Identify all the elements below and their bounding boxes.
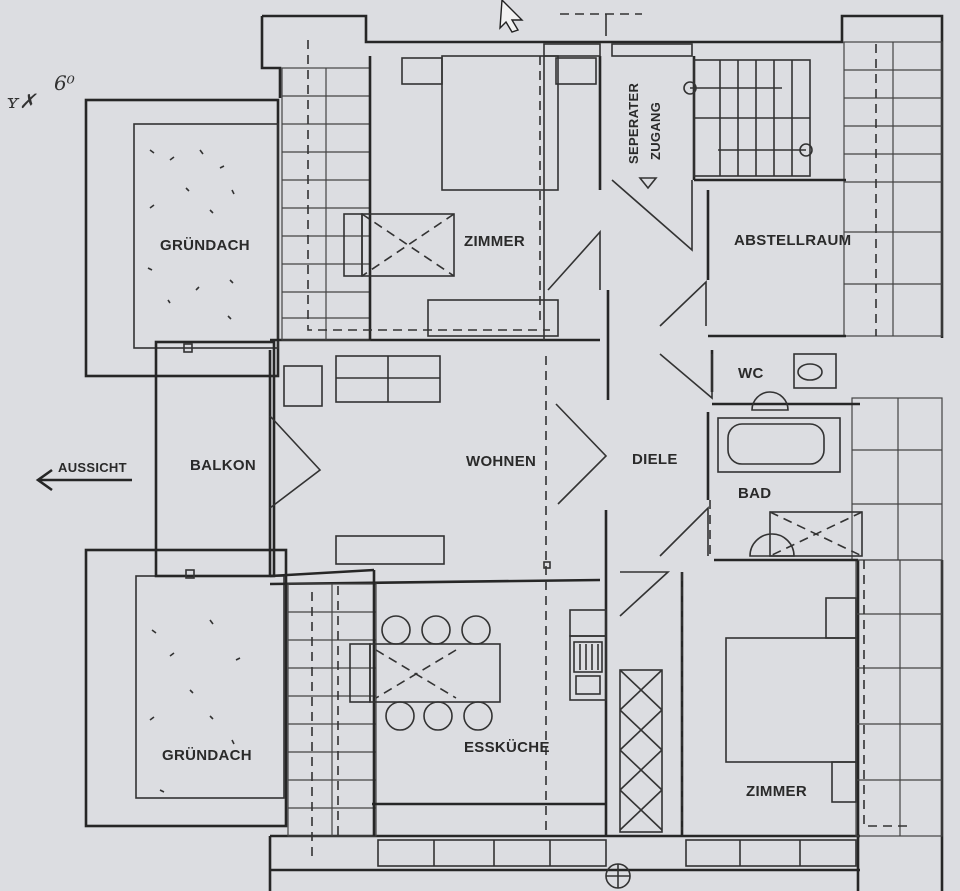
room-label-gruendach-top: GRÜNDACH <box>160 237 250 254</box>
room-label-diele: DIELE <box>632 451 678 468</box>
entrance-label-line2: ZUGANG <box>648 102 663 160</box>
room-label-zimmer-bottom: ZIMMER <box>746 783 807 800</box>
entrance-label-line1: SEPERATER <box>626 82 641 164</box>
room-label-zimmer-top: ZIMMER <box>464 233 525 250</box>
view-label: AUSSICHT <box>58 460 127 475</box>
interior-walls <box>368 56 860 836</box>
room-label-bad: BAD <box>738 485 771 502</box>
room-label-esskueche: ESSKÜCHE <box>464 739 550 756</box>
dashed-projections <box>307 13 912 860</box>
view-arrow <box>35 468 132 492</box>
room-label-wc: WC <box>738 365 764 382</box>
margin-note-side: ʏ✗ <box>6 89 37 113</box>
margin-note-top: 6⁰ <box>54 71 75 95</box>
left-wall-tiles <box>281 67 377 837</box>
room-label-abstellraum: ABSTELLRAUM <box>734 232 851 249</box>
cursor-icon <box>499 0 524 33</box>
green-roof-texture <box>147 149 241 793</box>
furniture <box>183 43 863 889</box>
room-label-balkon: BALKON <box>190 457 256 474</box>
right-wall-tiles <box>843 41 943 837</box>
room-label-gruendach-bottom: GRÜNDACH <box>162 747 252 764</box>
room-label-wohnen: WOHNEN <box>466 453 536 470</box>
